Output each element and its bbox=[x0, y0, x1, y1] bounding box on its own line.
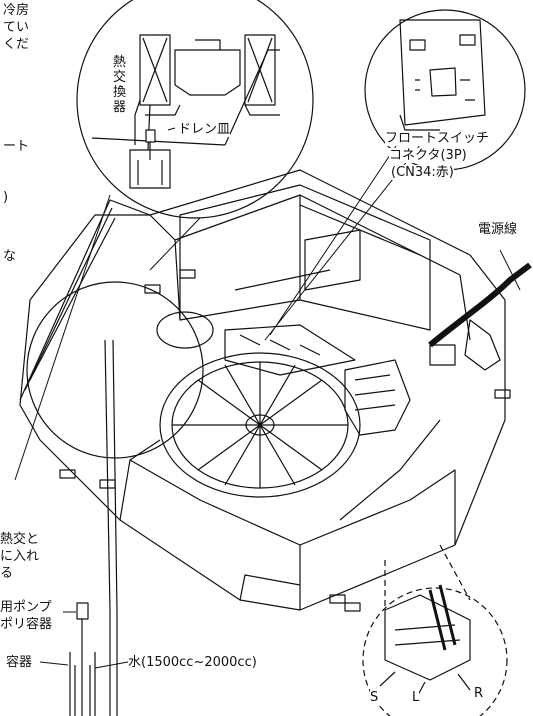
edge-text-left-3: る bbox=[0, 566, 14, 581]
fan-assembly bbox=[156, 311, 361, 498]
electrical-box bbox=[344, 359, 411, 436]
drain-pump-container bbox=[69, 339, 118, 716]
power-cable bbox=[428, 262, 532, 348]
edge-text-top-3: くだ bbox=[3, 37, 30, 52]
heat-exchanger-label: 熱交換器 bbox=[113, 55, 127, 115]
edge-text-mid-2: ) bbox=[3, 190, 9, 205]
edge-text-left-2: に入れ bbox=[0, 549, 40, 564]
edge-text-top-2: てい bbox=[3, 20, 30, 35]
terminal-r-label: R bbox=[474, 686, 484, 701]
float-switch-label-3: (CN34:赤) bbox=[391, 165, 454, 180]
heat-exchanger-callout bbox=[76, 0, 314, 219]
float-switch-label-2: コネクタ(3P) bbox=[389, 148, 467, 163]
left-panel-highlight bbox=[26, 281, 204, 459]
float-switch-callout bbox=[364, 9, 526, 171]
edge-text-left-1: 熱交と bbox=[0, 532, 40, 547]
cassette-unit-body bbox=[19, 169, 511, 612]
edge-text-top-1: 冷房 bbox=[3, 3, 30, 18]
terminal-s-label: S bbox=[370, 690, 379, 705]
pump-label-2: ポリ容器 bbox=[0, 617, 53, 632]
container-label: 容器 bbox=[6, 655, 33, 670]
terminal-l-label: L bbox=[412, 690, 420, 705]
power-cable-label: 電源線 bbox=[478, 222, 518, 237]
water-label: 水(1500cc~2000cc) bbox=[128, 655, 257, 670]
edge-text-mid-1: ート bbox=[3, 139, 30, 154]
pump-label-1: 用ポンプ bbox=[0, 600, 52, 615]
drain-pan-label: ドレン皿 bbox=[178, 122, 231, 137]
float-switch-label-1: フロートスイッチ bbox=[385, 131, 490, 146]
terminal-closeup-callout bbox=[362, 544, 508, 716]
edge-text-mid-3: な bbox=[3, 249, 17, 264]
